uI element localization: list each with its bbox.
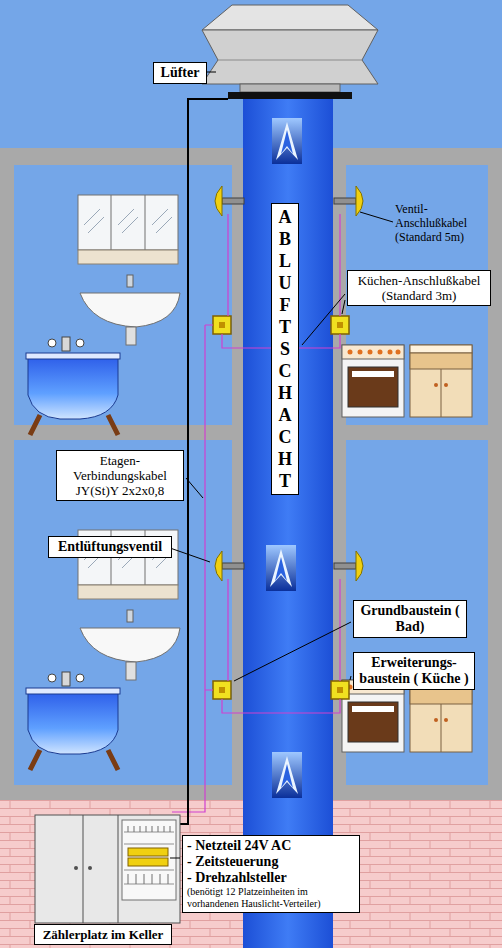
node-text: Zählerplatz im Keller — [39, 927, 167, 942]
node-text: - Netzteil 24V AC — [187, 838, 355, 854]
shaft-arrows — [272, 752, 302, 798]
shaft-label: ABLUFTSCHACHT — [271, 203, 299, 495]
leader-lines — [234, 622, 351, 681]
meter-cabinet — [122, 820, 176, 900]
meter-cabinet — [74, 866, 78, 870]
meter-cabinet — [128, 848, 168, 856]
floor-cable-label: Etagen-Verbindungskabel JY(St)Y 2x2x0,8 — [56, 450, 184, 501]
meter-cabinet — [35, 815, 180, 923]
node-text: Etagen-Verbindungskabel JY(St)Y 2x2x0,8 — [61, 453, 179, 498]
leader-lines — [302, 294, 345, 345]
node-text: (benötigt 12 Platzeinheiten im vorhanden… — [187, 886, 355, 910]
extension-module-label: Erweiterungs-baustein ( Küche ) — [353, 652, 475, 690]
node-text: - Zeitsteuerung — [187, 854, 355, 870]
valves-modules-cables — [205, 551, 363, 713]
exhaust-shaft — [243, 98, 333, 948]
valve-label: Entlüftungsventil — [48, 536, 172, 558]
meter-cabinet — [88, 866, 92, 870]
fan-unit — [218, 60, 362, 61]
fan-unit — [202, 30, 378, 84]
meter-place-label: Zählerplatz im Keller — [34, 924, 172, 945]
leader-lines — [360, 212, 393, 222]
node-text: Küchen-Anschlußkabel (Standard 3m) — [352, 273, 486, 303]
meter-cabinet — [124, 832, 174, 884]
control-unit-box: - Netzteil 24V AC- Zeitsteuerung- Drehza… — [182, 835, 360, 913]
shaft-arrows — [272, 118, 302, 164]
leader-lines — [170, 72, 393, 858]
base-module-label: Grundbaustein ( Bad) — [353, 600, 467, 638]
fan-unit — [228, 92, 352, 99]
node-text: Erweiterungs-baustein ( Küche ) — [358, 655, 470, 687]
node-text: - Drehzahlsteller — [187, 870, 355, 886]
cable-note: Ventil-Anschlußkabel (Standard 5m) — [395, 202, 483, 244]
valves-modules-cables — [205, 186, 363, 713]
leader-lines — [170, 858, 180, 859]
fan-unit — [202, 5, 378, 30]
leader-lines — [170, 548, 210, 562]
node-text: Entlüftungsventil — [53, 539, 167, 555]
bath-kitchen-fixtures — [26, 530, 472, 770]
fan-unit — [202, 5, 378, 99]
meter-cabinet — [128, 858, 168, 866]
kitchen-cable-label: Küchen-Anschlußkabel (Standard 3m) — [347, 270, 491, 306]
node-text: Grundbaustein ( Bad) — [358, 603, 462, 635]
node-text: Lüfter — [158, 65, 202, 81]
meter-cabinet — [35, 815, 180, 923]
node-text: ABLUFTSCHACHT — [276, 206, 294, 492]
meter-cabinet — [83, 815, 118, 923]
fan-label: Lüfter — [153, 62, 207, 84]
meter-cabinet — [128, 826, 170, 884]
shaft-arrows — [266, 118, 302, 798]
fan-unit — [240, 84, 340, 92]
shaft-arrows — [266, 545, 296, 591]
leader-lines — [186, 478, 203, 498]
leader-lines — [350, 676, 351, 680]
